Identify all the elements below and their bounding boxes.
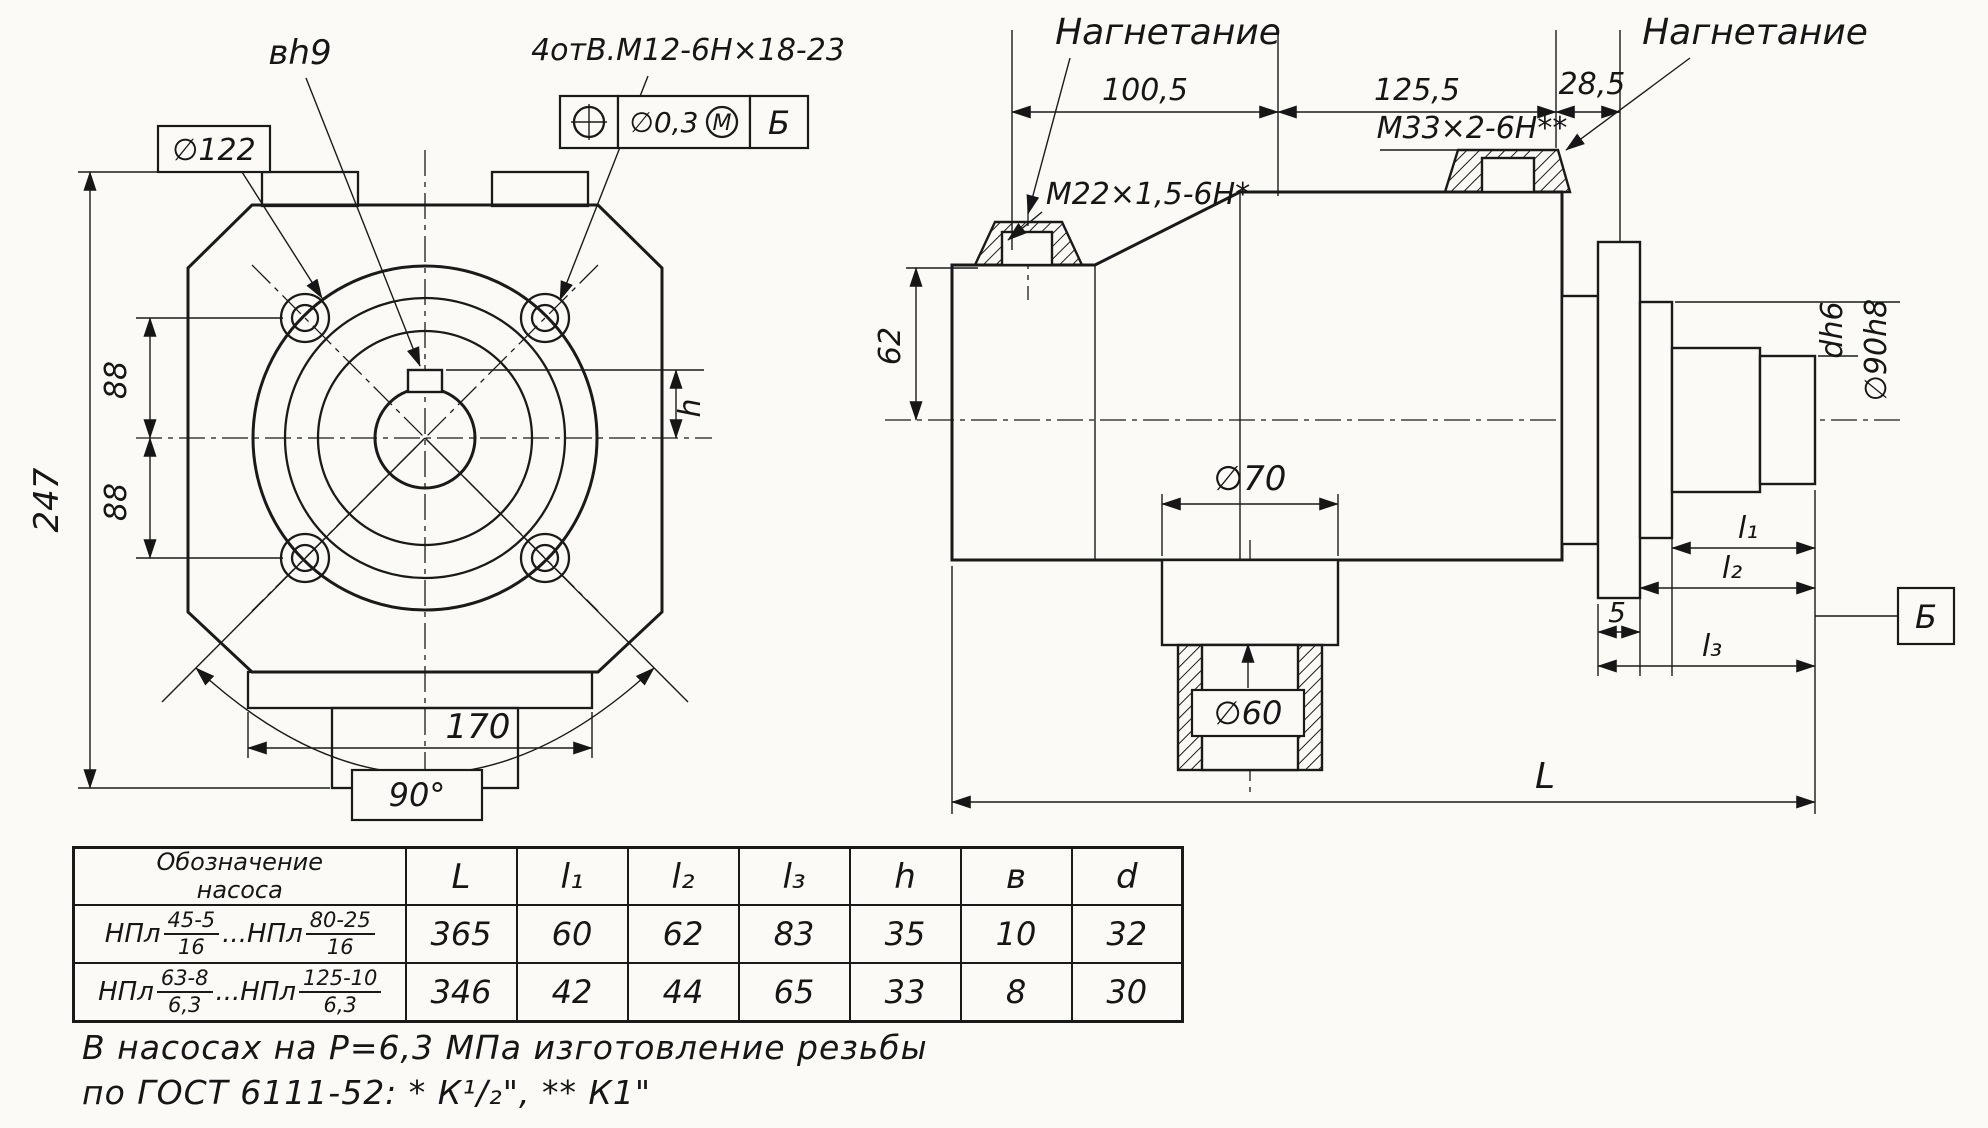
angle-90-label: 90° bbox=[389, 776, 446, 814]
cell-l1: 42 bbox=[515, 962, 629, 1023]
cell-l1: 60 bbox=[515, 904, 629, 965]
table-header-designation: Обозначение насоса bbox=[72, 846, 407, 907]
dim-247-label: 247 bbox=[27, 467, 67, 532]
cell-d: 32 bbox=[1070, 904, 1184, 965]
cell-h: 35 bbox=[848, 904, 962, 965]
dia-60-label: ∅60 bbox=[1214, 694, 1283, 732]
table-row: НПл 45-5 16 ...НПл 80-25 16 365 60 62 83… bbox=[72, 904, 1184, 965]
cell-L: 346 bbox=[404, 962, 518, 1023]
cell-b: 8 bbox=[959, 962, 1073, 1023]
feature-control-frame: ∅0,3 М Б bbox=[558, 94, 810, 150]
cell-h: 33 bbox=[848, 962, 962, 1023]
dim-62-label: 62 bbox=[873, 327, 908, 365]
fcf-datum-label: Б bbox=[768, 104, 790, 142]
table-header-d: d bbox=[1070, 846, 1184, 907]
dim-h-label: h bbox=[673, 398, 708, 417]
designation-fraction: 63-8 6,3 bbox=[156, 967, 213, 1017]
shaft-dia-label: dh6 bbox=[1815, 301, 1850, 358]
designation-fraction: 45-5 16 bbox=[163, 910, 220, 960]
fcf-tolerance-label: ∅0,3 bbox=[630, 106, 699, 139]
fraction-numerator: 63-8 bbox=[156, 967, 213, 993]
holes-note-label: 4отВ.М12-6Н×18-23 bbox=[531, 33, 845, 68]
front-view: 247 88 88 ∅122 вh9 4отВ.М12-6Н×18-23 bbox=[27, 33, 845, 822]
designation-cell-2: НПл 63-8 6,3 ...НПл 125-10 6,3 bbox=[72, 962, 407, 1023]
cell-l2: 62 bbox=[626, 904, 740, 965]
designation-fraction: 125-10 6,3 bbox=[299, 967, 382, 1017]
note-line-2: по ГОСТ 6111-52: * К¹/₂", ** К1" bbox=[82, 1072, 652, 1112]
dim-100-5-label: 100,5 bbox=[1102, 73, 1188, 108]
fraction-denominator: 6,3 bbox=[167, 992, 202, 1017]
keyway bbox=[406, 368, 444, 394]
designation-header-line1: Обозначение bbox=[156, 848, 324, 876]
dia-122-label: ∅122 bbox=[172, 133, 255, 168]
thread-m22-label: М22×1,5-6Н* bbox=[1046, 177, 1250, 212]
designation-part: ...НПл bbox=[215, 976, 297, 1007]
dim-L-label: L bbox=[1535, 756, 1555, 797]
table-header-l3: l₃ bbox=[737, 846, 851, 907]
table-header-l2: l₂ bbox=[626, 846, 740, 907]
position-tolerance-icon bbox=[571, 104, 607, 140]
pump-drawing: 247 88 88 ∅122 вh9 4отВ.М12-6Н×18-23 bbox=[27, 12, 1956, 822]
dim-28-5-label: 28,5 bbox=[1559, 67, 1626, 102]
discharge-left-label: Нагнетание bbox=[1055, 12, 1281, 53]
designation-header-line2: насоса bbox=[196, 875, 283, 904]
cell-l2: 44 bbox=[626, 962, 740, 1023]
note-line-1: В насосах на Р=6,3 МПа изготовление резь… bbox=[82, 1028, 928, 1067]
cell-l3: 83 bbox=[737, 904, 851, 965]
fraction-denominator: 6,3 bbox=[323, 992, 357, 1017]
cell-l3: 65 bbox=[737, 962, 851, 1023]
cell-L: 365 bbox=[404, 904, 518, 965]
table-header-l1: l₁ bbox=[515, 846, 629, 907]
dim-5-label: 5 bbox=[1608, 596, 1626, 629]
modifier-m-icon: М bbox=[705, 105, 739, 139]
side-view: 100,5 125,5 28,5 Нагнетание Нагнетание М… bbox=[873, 12, 1956, 814]
dim-l3-label: l₃ bbox=[1702, 629, 1722, 664]
dim-125-5-label: 125,5 bbox=[1374, 73, 1460, 108]
keyway-width-label: вh9 bbox=[268, 33, 331, 73]
designation-cell-1: НПл 45-5 16 ...НПл 80-25 16 bbox=[72, 904, 407, 965]
dia-70-label: ∅70 bbox=[1214, 459, 1287, 499]
fraction-numerator: 125-10 bbox=[299, 967, 382, 993]
designation-part: НПл bbox=[98, 976, 154, 1007]
pilot-dia-label: ∅90h8 bbox=[1859, 299, 1894, 401]
dim-l2-label: l₂ bbox=[1722, 551, 1742, 586]
dim-l1-label: l₁ bbox=[1738, 511, 1758, 546]
dim-170-label: 170 bbox=[446, 707, 511, 747]
thread-m33-label: М33×2-6Н** bbox=[1377, 111, 1568, 146]
fcf-modifier-label: М bbox=[713, 111, 732, 136]
fraction-denominator: 16 bbox=[326, 935, 354, 960]
cell-b: 10 bbox=[959, 904, 1073, 965]
drawing-notes: В насосах на Р=6,3 МПа изготовление резь… bbox=[82, 1026, 928, 1115]
datum-b-label: Б bbox=[1915, 598, 1937, 636]
table-header-h: h bbox=[848, 846, 962, 907]
designation-part: ...НПл bbox=[222, 919, 303, 950]
fraction-denominator: 16 bbox=[177, 935, 205, 960]
table-header-L: L bbox=[404, 846, 518, 907]
fraction-numerator: 80-25 bbox=[305, 910, 375, 936]
designation-part: НПл bbox=[104, 919, 161, 950]
table-header-b: в bbox=[959, 846, 1073, 907]
dim-88-bottom-label: 88 bbox=[99, 483, 134, 521]
designation-fraction: 80-25 16 bbox=[305, 910, 375, 960]
pump-spec-table: Обозначение насоса L l₁ l₂ l₃ h в d НПл … bbox=[72, 846, 1184, 1023]
table-row: НПл 63-8 6,3 ...НПл 125-10 6,3 346 42 44… bbox=[72, 962, 1184, 1023]
discharge-right-label: Нагнетание bbox=[1642, 12, 1868, 53]
fraction-numerator: 45-5 bbox=[163, 910, 220, 936]
cell-d: 30 bbox=[1070, 962, 1184, 1023]
dim-88-top-label: 88 bbox=[99, 361, 134, 399]
